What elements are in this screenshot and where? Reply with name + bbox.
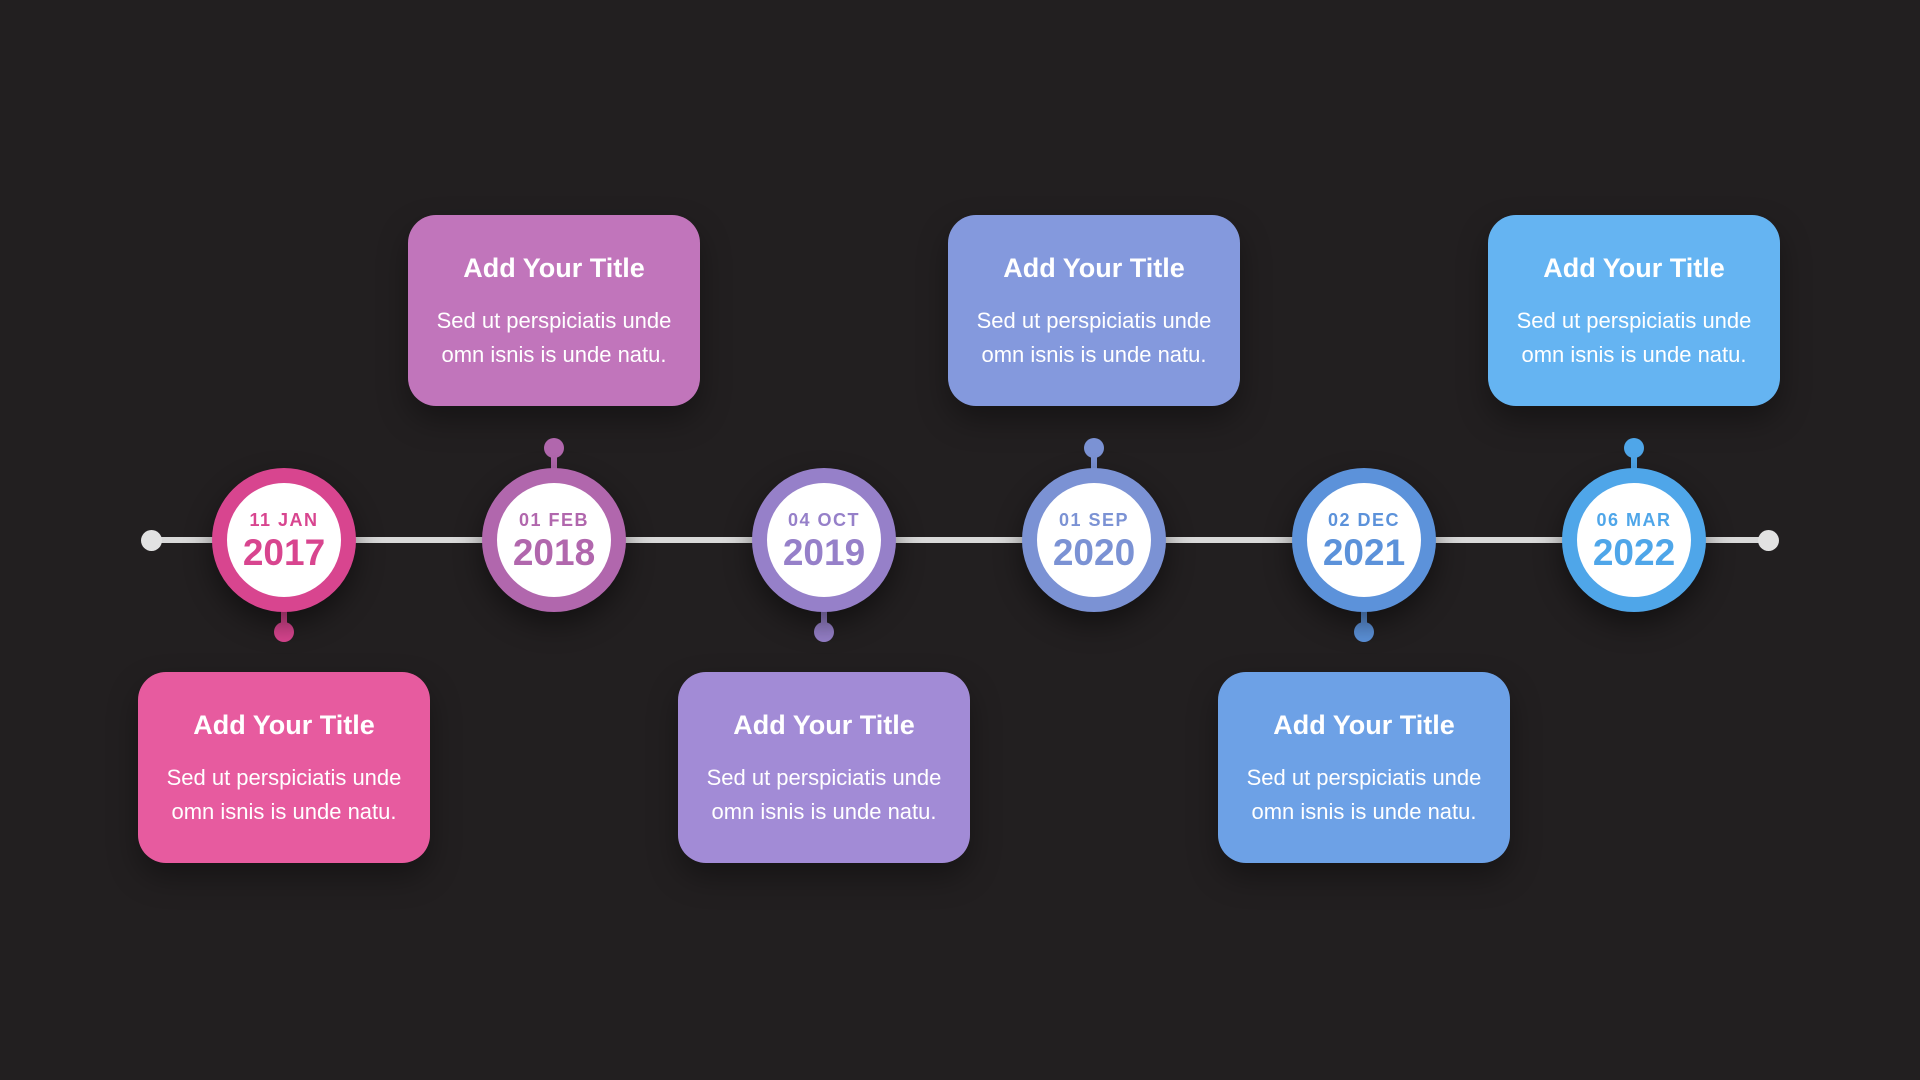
card-body: Sed ut perspiciatis unde omn isnis is un… [706,765,942,824]
timeline-line [151,537,1768,543]
card-body: Sed ut perspiciatis unde omn isnis is un… [436,308,672,367]
node-date-label: 04 OCT [787,509,861,530]
node-date-label: 06 MAR [1596,509,1672,530]
timeline-card: Add Your Title Sed ut perspiciatis unde … [408,215,700,406]
node-stem-line [551,446,557,472]
node-stem-dot [814,622,834,642]
card-body: Sed ut perspiciatis unde omn isnis is un… [976,308,1212,367]
node-stem-dot [1084,438,1104,458]
card-body: Sed ut perspiciatis unde omn isnis is un… [1516,308,1752,367]
timeline-end-dot [1758,530,1779,551]
node-date-label: 11 JAN [249,509,319,530]
node-year-label: 2022 [1592,531,1676,573]
card-body: Sed ut perspiciatis unde omn isnis is un… [166,765,402,824]
timeline-card: Add Your Title Sed ut perspiciatis unde … [678,672,970,863]
node-year-label: 2021 [1322,531,1406,573]
node-date-label: 02 DEC [1327,509,1401,530]
node-stem-line [821,608,827,634]
timeline-card: Add Your Title Sed ut perspiciatis unde … [138,672,430,863]
node-year-label: 2019 [782,531,866,573]
timeline-start-dot [141,530,162,551]
node-stem-line [281,608,287,634]
node-year-label: 2020 [1052,531,1136,573]
node-date-label: 01 SEP [1058,509,1130,530]
year-circle: 06 MAR 2022 [1562,468,1706,612]
timeline-card: Add Your Title Sed ut perspiciatis unde … [1488,215,1780,406]
node-stem-dot [1354,622,1374,642]
card-body: Sed ut perspiciatis unde omn isnis is un… [1246,765,1482,824]
timeline-card: Add Your Title Sed ut perspiciatis unde … [948,215,1240,406]
node-year-label: 2017 [242,531,326,573]
card-title: Add Your Title [193,710,375,740]
card-title: Add Your Title [1273,710,1455,740]
card-title: Add Your Title [463,253,645,283]
year-circle: 04 OCT 2019 [752,468,896,612]
node-date-label: 01 FEB [518,509,590,530]
node-stem-dot [544,438,564,458]
node-stem-line [1091,446,1097,472]
node-stem-dot [1624,438,1644,458]
year-circle: 01 FEB 2018 [482,468,626,612]
card-title: Add Your Title [1003,253,1185,283]
year-circle: 11 JAN 2017 [212,468,356,612]
timeline-card: Add Your Title Sed ut perspiciatis unde … [1218,672,1510,863]
card-title: Add Your Title [733,710,915,740]
node-stem-line [1361,608,1367,634]
year-circle: 02 DEC 2021 [1292,468,1436,612]
year-circle: 01 SEP 2020 [1022,468,1166,612]
node-stem-dot [274,622,294,642]
card-title: Add Your Title [1543,253,1725,283]
node-stem-line [1631,446,1637,472]
node-year-label: 2018 [512,531,596,573]
